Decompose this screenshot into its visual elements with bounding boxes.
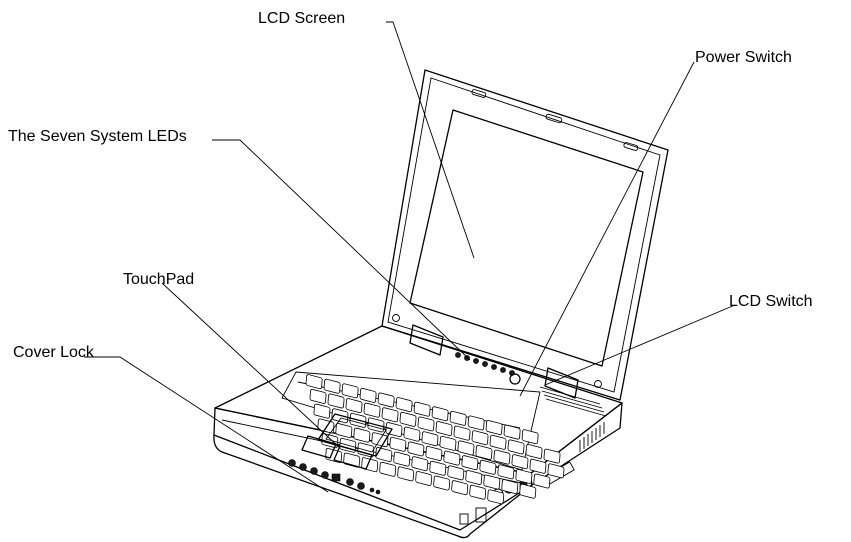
keyboard-key bbox=[379, 461, 397, 477]
keyboard-key bbox=[399, 411, 417, 427]
lcd-screen-panel bbox=[409, 109, 644, 367]
keyboard-key bbox=[421, 431, 439, 447]
leader-lcd-screen bbox=[386, 21, 475, 259]
keyboard-key bbox=[449, 410, 467, 426]
keyboard-key bbox=[345, 398, 363, 414]
system-leds bbox=[455, 352, 515, 376]
keyboard-key bbox=[485, 420, 503, 435]
leader-cover-lock bbox=[84, 356, 329, 493]
keyboard-key bbox=[461, 455, 479, 471]
keyboard-key bbox=[323, 378, 341, 394]
keyboard-key bbox=[497, 464, 515, 480]
keyboard bbox=[281, 371, 565, 505]
keyboard-key bbox=[529, 458, 547, 474]
keyboard-key bbox=[487, 489, 505, 505]
touchpad-label: TouchPad bbox=[123, 271, 195, 288]
keyboard-key bbox=[395, 397, 413, 413]
keyboard-key bbox=[381, 407, 399, 423]
keyboard-key bbox=[479, 459, 497, 475]
keyboard-key bbox=[533, 473, 551, 489]
keyboard-key bbox=[501, 479, 519, 495]
cover-lock-label: Cover Lock bbox=[13, 344, 94, 361]
lcd-switch-area bbox=[539, 386, 607, 417]
keyboard-key bbox=[305, 374, 323, 390]
keyboard-key bbox=[483, 474, 501, 490]
keyboard-key bbox=[525, 444, 543, 459]
keyboard-key bbox=[493, 449, 511, 465]
touchpad bbox=[301, 413, 393, 470]
leader-lcd-switch bbox=[544, 304, 736, 386]
keyboard-key bbox=[433, 475, 451, 491]
keyboard-key bbox=[465, 470, 483, 485]
keyboard-key bbox=[335, 423, 353, 438]
keyboard-key bbox=[393, 451, 411, 467]
keyboard-key bbox=[447, 465, 465, 481]
keyboard-key bbox=[521, 429, 539, 445]
keyboard-key bbox=[353, 427, 371, 443]
keyboard-key bbox=[309, 388, 327, 404]
front-ports bbox=[288, 459, 381, 495]
keyboard-key bbox=[439, 435, 457, 451]
keyboard-key bbox=[377, 392, 395, 408]
keyboard-key bbox=[511, 454, 529, 470]
keyboard-key bbox=[363, 402, 381, 418]
leader-lines bbox=[84, 21, 736, 493]
leader-touchpad bbox=[161, 282, 341, 449]
keyboard-key bbox=[435, 421, 453, 436]
leader-power-switch bbox=[519, 61, 695, 397]
keyboard-key bbox=[407, 441, 425, 457]
keyboard-key bbox=[451, 480, 469, 496]
leader-system-leds bbox=[212, 139, 471, 361]
system-leds-label: The Seven System LEDs bbox=[8, 128, 187, 145]
keyboard-key bbox=[341, 383, 359, 399]
keyboard-key bbox=[507, 439, 525, 455]
keyboard-key bbox=[389, 436, 407, 452]
keyboard-key bbox=[429, 460, 447, 476]
keyboard-key bbox=[469, 484, 487, 500]
lcd-screen-label: LCD Screen bbox=[258, 10, 346, 27]
keyboard-key bbox=[327, 393, 345, 409]
keyboard-key bbox=[515, 468, 533, 484]
keyboard-key bbox=[413, 401, 431, 417]
keyboard-key bbox=[503, 424, 521, 440]
keyboard-key bbox=[489, 434, 507, 450]
keyboard-key bbox=[547, 463, 565, 479]
power-switch bbox=[509, 373, 521, 385]
keyboard-key bbox=[397, 466, 415, 482]
keyboard-key bbox=[417, 416, 435, 432]
keyboard-key bbox=[443, 450, 461, 466]
keyboard-key bbox=[457, 440, 475, 456]
keyboard-key bbox=[453, 425, 471, 441]
keyboard-key bbox=[403, 426, 421, 442]
keyboard-key bbox=[519, 483, 537, 499]
keyboard-key bbox=[415, 471, 433, 486]
keyboard-key bbox=[543, 448, 561, 464]
laptop-lid bbox=[381, 69, 669, 401]
power-switch-label: Power Switch bbox=[695, 49, 792, 66]
keyboard-key bbox=[375, 447, 393, 462]
keyboard-key bbox=[471, 430, 489, 446]
keyboard-key bbox=[313, 403, 331, 419]
keyboard-key bbox=[425, 446, 443, 461]
keyboard-key bbox=[411, 456, 429, 472]
keyboard-key bbox=[431, 406, 449, 422]
keyboard-key bbox=[359, 387, 377, 403]
keyboard-key bbox=[467, 415, 485, 431]
laptop-base bbox=[213, 325, 623, 539]
keyboard-key bbox=[475, 445, 493, 460]
lcd-switch-label: LCD Switch bbox=[729, 293, 813, 310]
